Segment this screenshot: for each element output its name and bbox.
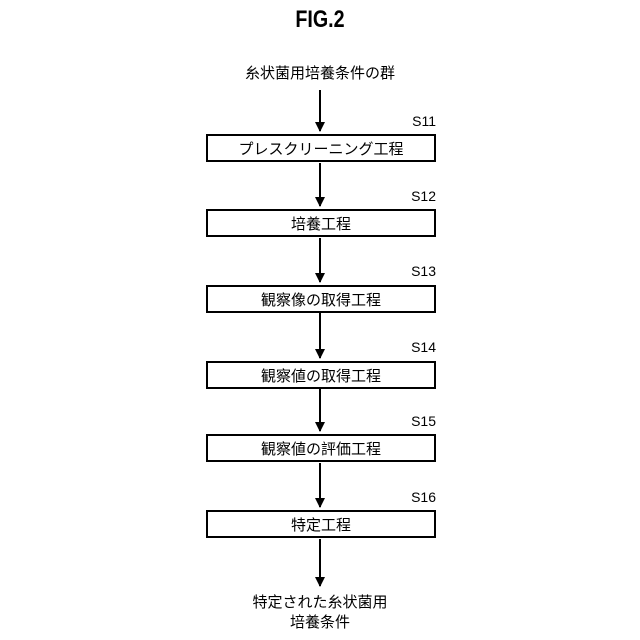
step-label-s13: 観察像の取得工程 [261,289,381,310]
step-box-s15: 観察値の評価工程 [206,434,436,462]
step-label-s11: プレスクリーニング工程 [238,138,403,159]
step-id-s14: S14 [386,339,436,355]
step-box-s16: 特定工程 [206,510,436,538]
step-label-s14: 観察値の取得工程 [261,365,381,386]
step-box-s11: プレスクリーニング工程 [206,134,436,162]
step-box-s13: 観察像の取得工程 [206,285,436,313]
step-id-s16: S16 [386,489,436,505]
step-id-s12: S12 [386,188,436,204]
step-id-s11: S11 [386,113,436,129]
step-label-s12: 培養工程 [291,213,351,234]
output-label-line1: 特定された糸状菌用 [200,592,440,612]
step-label-s16: 特定工程 [291,514,351,535]
step-label-s15: 観察値の評価工程 [261,438,381,459]
step-box-s12: 培養工程 [206,209,436,237]
step-id-s13: S13 [386,263,436,279]
step-id-s15: S15 [386,413,436,429]
output-label-line2: 培養条件 [200,612,440,632]
output-label: 特定された糸状菌用 培養条件 [200,592,440,632]
step-box-s14: 観察値の取得工程 [206,361,436,389]
